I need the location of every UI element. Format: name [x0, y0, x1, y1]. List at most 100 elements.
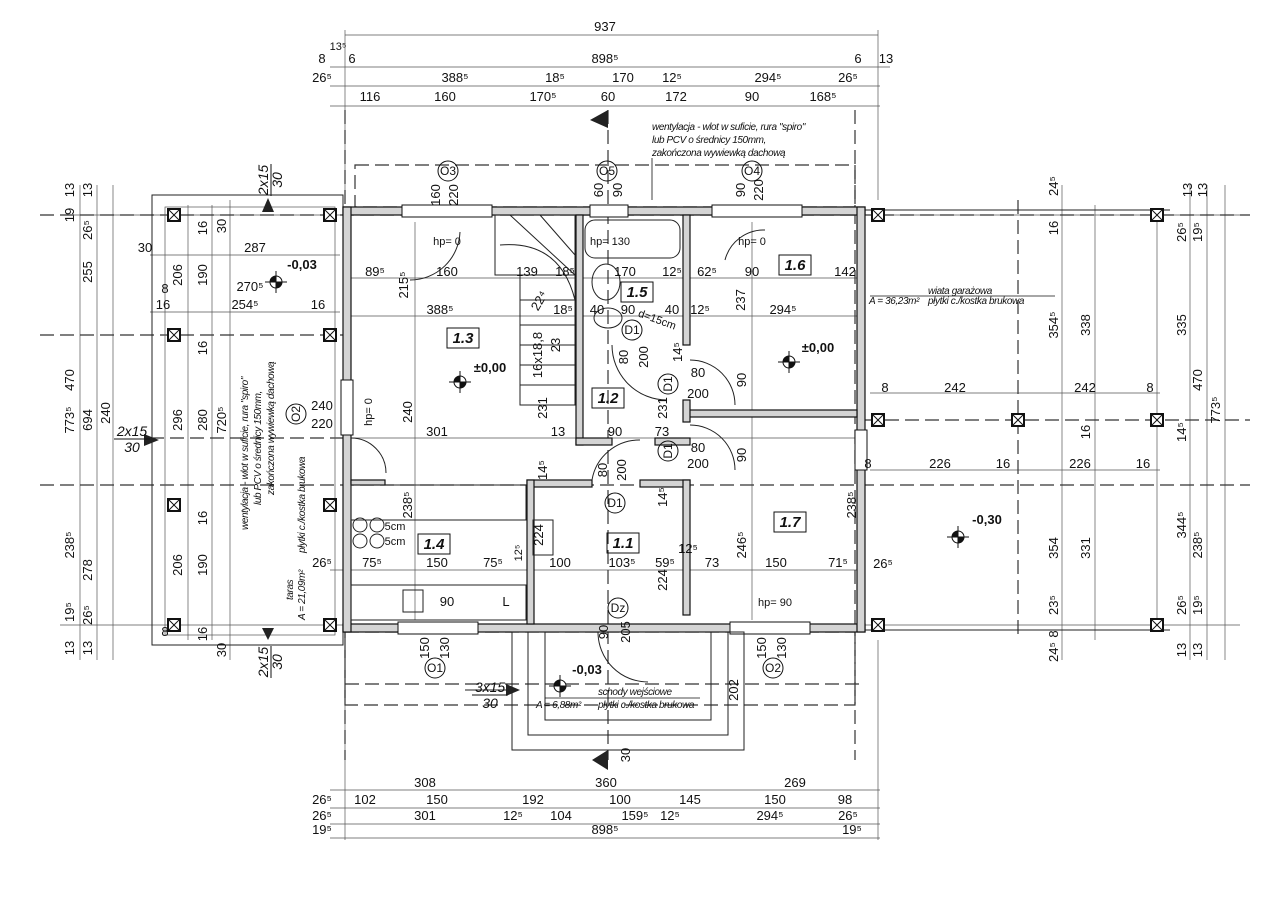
bottom-dimension: 360 [595, 775, 617, 790]
marker-circle [285, 403, 307, 425]
annotation-text: schody wejściowe [598, 687, 672, 698]
stair-note: 30 [269, 172, 285, 188]
floor-level: ±0,00 [474, 360, 506, 375]
marker-circle [621, 319, 643, 341]
marker-circle [607, 597, 629, 619]
columns [167, 208, 1164, 632]
right-dimension: 354⁵ [1046, 311, 1061, 338]
right-dimension: 242 [944, 380, 966, 395]
interior-dimension: 200 [687, 386, 709, 401]
right-dimension: 26⁵ [1174, 222, 1189, 242]
left-dimension: 16 [195, 221, 210, 235]
left-dimension: 280 [195, 409, 210, 431]
stairs [494, 214, 576, 406]
interior-dimension: 12⁵ [690, 302, 710, 317]
left-dimension: 206 [170, 554, 185, 576]
left-dimension: 240 [98, 402, 113, 424]
right-dimension: 354 [1046, 537, 1061, 559]
left-dimension: 190 [195, 554, 210, 576]
direction-arrows [144, 110, 608, 770]
interior-dimension: 90 [745, 264, 759, 279]
top-dimension: 6 [348, 51, 355, 66]
left-dimension: 16 [311, 297, 325, 312]
level-marker-icon [449, 371, 471, 393]
right-dimension: 338 [1078, 314, 1093, 336]
interior-dimension: 12⁵ [678, 541, 698, 556]
left-dimension: 255 [80, 261, 95, 283]
marker-circle [596, 160, 618, 182]
left-dimension: 694 [80, 409, 95, 431]
room-number: 1.5 [627, 284, 649, 301]
room-number: 1.2 [598, 390, 620, 407]
right-dimension: 16 [1078, 425, 1093, 439]
bathroom-fixtures [584, 219, 681, 329]
top-dimension: 937 [594, 19, 616, 34]
door-tag: D1 [661, 443, 675, 459]
bottom-dimension: 102 [354, 792, 376, 807]
bottom-dimension: 159⁵ [621, 808, 648, 823]
column-icon [323, 618, 337, 632]
right-dimension: 26⁵ [873, 556, 893, 571]
column-icon [871, 413, 885, 427]
axis-marker: O2 [765, 661, 781, 675]
bottom-dimension: 12⁵ [660, 808, 680, 823]
left-dimension: 13 [62, 641, 77, 655]
interior-dimension: 220 [751, 179, 766, 201]
bottom-dimension: 294⁵ [756, 808, 783, 823]
left-dimension: 19 [62, 208, 77, 222]
top-dimension: 12⁵ [662, 70, 682, 85]
left-dimension: 19⁵ [62, 602, 77, 622]
interior-dimension: 18⁵ [553, 302, 573, 317]
top-dimension: 898⁵ [591, 51, 618, 66]
interior-dimension: 90 [621, 302, 635, 317]
interior-dimension: 89⁵ [365, 264, 385, 279]
interior-dimension: 80 [691, 440, 705, 455]
interior-dimension: 130 [774, 637, 789, 659]
left-dimension: 13 [62, 183, 77, 197]
interior-dimension: 90 [734, 373, 749, 387]
column-icon [1150, 618, 1164, 632]
interior-dimension: 160 [428, 184, 443, 206]
column-icon [1150, 413, 1164, 427]
bottom-dimension: 26⁵ [838, 808, 858, 823]
right-dimension: 23⁵ [1046, 595, 1061, 615]
right-dimension: 8 [881, 380, 888, 395]
marker-circle [762, 657, 784, 679]
column-icon [167, 208, 181, 222]
annotation-text: zakończona wywiewką dachową [651, 148, 786, 159]
right-dimension: 13 [1195, 183, 1210, 197]
windows [340, 204, 868, 635]
left-dimension: 238⁵ [62, 531, 77, 558]
interior-dimension: 40 [665, 302, 679, 317]
stair-note: 2x15 [116, 423, 148, 439]
interior-dimension: 22⁴ [528, 288, 551, 313]
axis-marker: O3 [440, 164, 456, 178]
interior-dimension: 90 [608, 424, 622, 439]
top-dimension: 8 [318, 51, 325, 66]
marker-circle [437, 160, 459, 182]
bottom-dimension: 301 [414, 808, 436, 823]
interior-dimension: 13 [551, 424, 565, 439]
room-number-box [773, 511, 807, 533]
interior-dimension: 224 [531, 524, 546, 546]
axis-marker: O5 [599, 164, 615, 178]
bottom-dimension: 308 [414, 775, 436, 790]
right-dimension: 8 [864, 456, 871, 471]
interior-dimension: 75⁵ [362, 555, 382, 570]
right-dimension: 13 [1190, 643, 1205, 657]
level-marker-icon [778, 351, 800, 373]
stair-note: 30 [269, 654, 285, 670]
interior-dimension: 5cm [385, 521, 406, 533]
interior-dimension: 130 [437, 637, 452, 659]
interior-dimension: 26⁵ [312, 555, 332, 570]
interior-dimension: 200 [687, 456, 709, 471]
interior-dimension: 73 [705, 555, 719, 570]
column-icon [323, 328, 337, 342]
entrance-stairs [511, 631, 745, 751]
stair-note: 30 [124, 439, 140, 455]
top-dimension: 6 [854, 51, 861, 66]
left-dimension: 30 [138, 240, 152, 255]
room-number-box [606, 532, 640, 554]
bottom-dimension: 898⁵ [591, 822, 618, 837]
